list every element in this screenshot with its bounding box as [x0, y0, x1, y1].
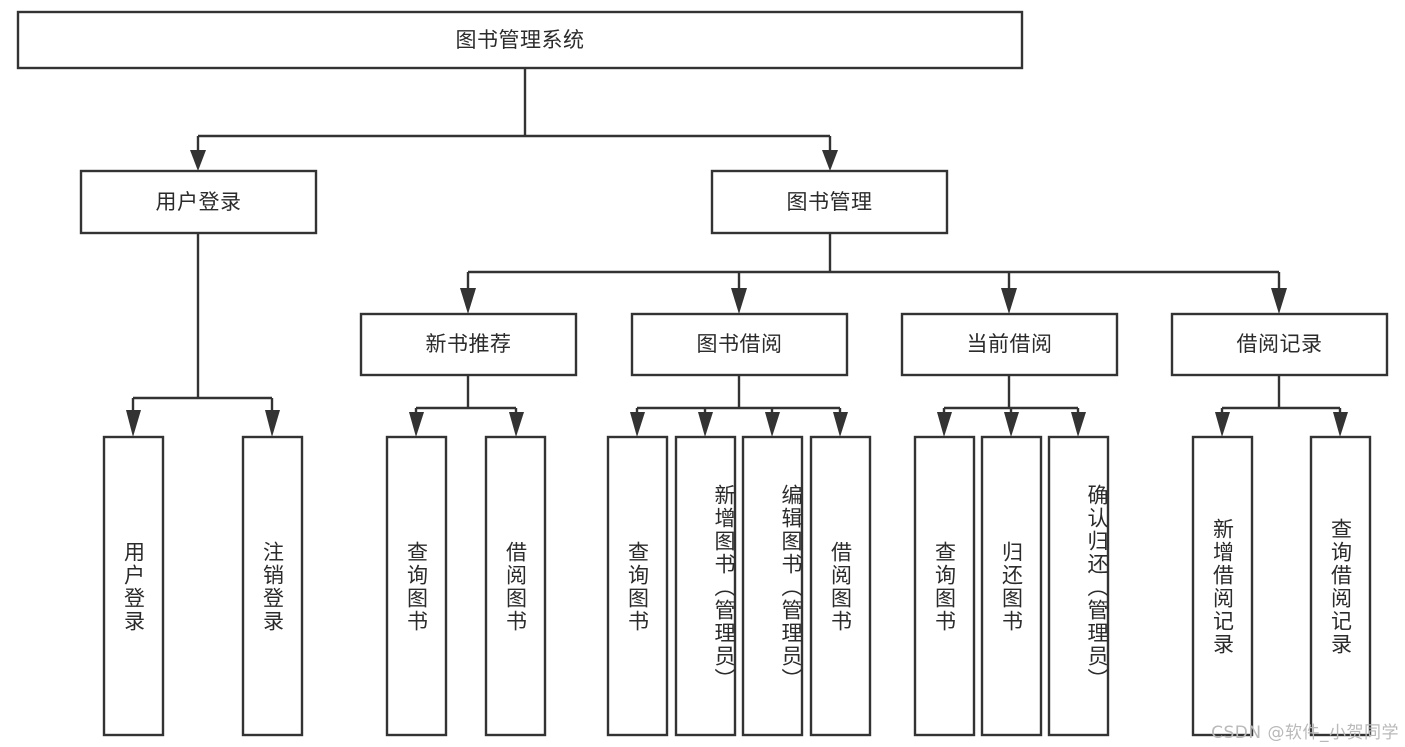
arrow-head-icon	[190, 150, 206, 171]
node-box-leaf-user-logout[interactable]	[241, 435, 304, 737]
arrow-head-icon	[1271, 288, 1287, 314]
arrow-head-icon	[509, 412, 524, 437]
node-box-current-borrow[interactable]	[900, 312, 1119, 377]
node-box-book-management[interactable]	[710, 169, 949, 235]
connector-user-login-to-leaves	[126, 233, 280, 437]
connector-current-borrow-to-leaves	[937, 375, 1086, 437]
arrow-head-icon	[1071, 412, 1086, 437]
connector-book-management-to-level3	[460, 233, 1287, 314]
node-box-leaf-borrow-books-borrow[interactable]	[809, 435, 872, 737]
node-box-leaf-user-login[interactable]	[102, 435, 165, 737]
arrow-head-icon	[1001, 288, 1017, 314]
arrow-head-icon	[1004, 412, 1019, 437]
node-box-leaf-edit-book-admin[interactable]	[741, 435, 804, 737]
arrow-head-icon	[937, 412, 952, 437]
arrow-head-icon	[765, 412, 780, 437]
connector-root-to-level2	[190, 68, 838, 171]
node-box-user-login[interactable]	[79, 169, 318, 235]
connector-new-book-recommend-to-leaves	[409, 375, 524, 437]
node-box-leaf-query-books-recommend[interactable]	[385, 435, 448, 737]
arrow-head-icon	[409, 412, 424, 437]
node-box-leaf-query-borrow-record[interactable]	[1309, 435, 1372, 737]
arrow-head-icon	[630, 412, 645, 437]
node-box-leaf-query-books-current[interactable]	[913, 435, 976, 737]
arrow-head-icon	[265, 410, 280, 437]
arrow-head-icon	[822, 150, 838, 171]
arrow-head-icon	[460, 288, 476, 314]
csdn-watermark: CSDN @软件_小贺同学	[1211, 723, 1399, 743]
arrow-head-icon	[1333, 412, 1348, 437]
node-box-leaf-add-borrow-record[interactable]	[1191, 435, 1254, 737]
connector-book-borrow-to-leaves	[630, 375, 848, 437]
node-box-borrow-records[interactable]	[1170, 312, 1389, 377]
connector-borrow-records-to-leaves	[1215, 375, 1348, 437]
node-box-root[interactable]	[16, 10, 1024, 70]
arrow-head-icon	[1215, 412, 1230, 437]
arrow-head-icon	[731, 288, 747, 314]
node-box-leaf-return-books[interactable]	[980, 435, 1043, 737]
node-box-leaf-query-books-borrow[interactable]	[606, 435, 669, 737]
arrow-head-icon	[833, 412, 848, 437]
node-box-leaf-borrow-books-recommend[interactable]	[484, 435, 547, 737]
node-box-book-borrow[interactable]	[630, 312, 849, 377]
arrow-head-icon	[126, 410, 141, 437]
node-box-leaf-add-book-admin[interactable]	[674, 435, 737, 737]
node-box-new-book-recommend[interactable]	[359, 312, 578, 377]
arrow-head-icon	[698, 412, 713, 437]
node-box-leaf-confirm-return-admin[interactable]	[1047, 435, 1110, 737]
